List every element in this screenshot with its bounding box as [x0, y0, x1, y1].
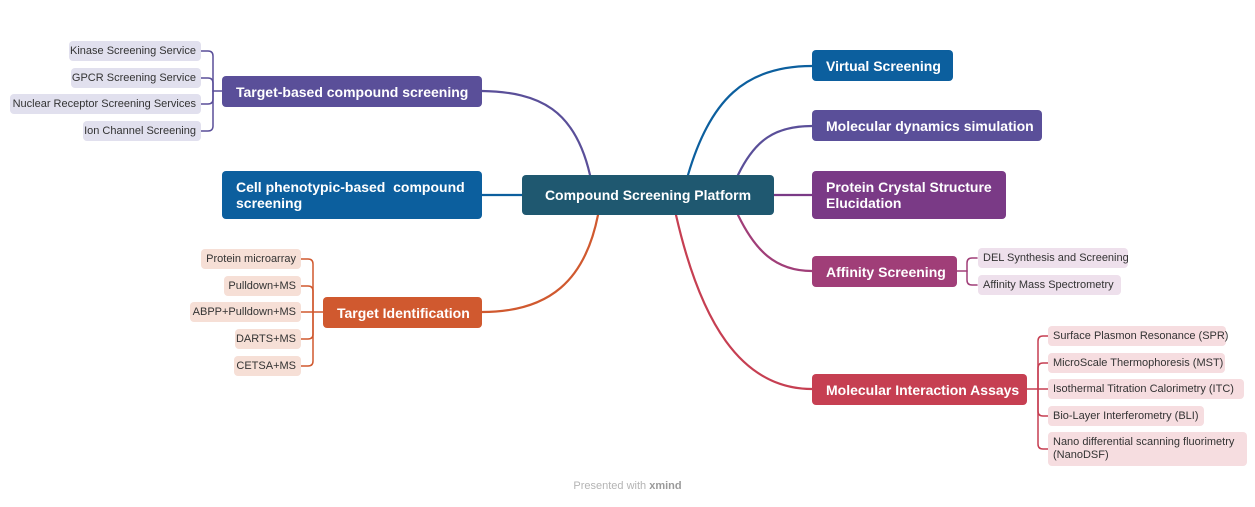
subtopic-affinity-mass-spectrometry[interactable]: Affinity Mass Spectrometry: [978, 275, 1121, 295]
footer-prefix: Presented with: [573, 480, 647, 492]
bracket-target-based-branch-2: [200, 90, 214, 105]
topic-target-identification[interactable]: Target Identification: [323, 297, 482, 328]
subtopic-ion-channel-screening[interactable]: Ion Channel Screening: [83, 121, 201, 141]
root-topic-label: Compound Screening Platform: [544, 187, 752, 203]
connector-target-based: [480, 89, 592, 177]
topic-label: Affinity Screening: [826, 263, 946, 280]
topic-cell-phenotypic-screening[interactable]: Cell phenotypic-based compound screening: [222, 171, 482, 219]
bracket-target-identification-branch-3: [300, 311, 314, 340]
bracket-affinity-branch-1: [966, 270, 978, 286]
bracket-target-based-branch-0: [200, 50, 214, 92]
connector-target-identification: [480, 213, 600, 314]
presented-with-footer: Presented with xmind: [0, 480, 1255, 492]
topic-label: Protein Crystal Structure Elucidation: [826, 179, 992, 211]
connector-affinity-screening: [736, 213, 814, 273]
bracket-target-based-branch-1: [200, 77, 214, 92]
topic-protein-crystal-structure[interactable]: Protein Crystal Structure Elucidation: [812, 171, 1006, 219]
connector-virtual-screening: [686, 64, 814, 177]
bracket-interaction-branch-0: [1037, 335, 1049, 390]
subtopic-spr[interactable]: Surface Plasmon Resonance (SPR): [1048, 326, 1228, 346]
topic-molecular-interaction-assays[interactable]: Molecular Interaction Assays: [812, 374, 1027, 405]
topic-virtual-screening[interactable]: Virtual Screening: [812, 50, 953, 81]
root-topic[interactable]: Compound Screening Platform: [522, 175, 774, 215]
subtopic-cetsa-ms[interactable]: CETSA+MS: [234, 356, 301, 376]
xmind-brand: xmind: [649, 480, 682, 492]
topic-label: Cell phenotypic-based compound screening: [236, 179, 469, 211]
bracket-target-identification-branch-4: [300, 311, 314, 367]
topic-target-based-screening[interactable]: Target-based compound screening: [222, 76, 482, 107]
bracket-interaction-branch-1: [1037, 362, 1049, 390]
topic-label: Virtual Screening: [826, 57, 941, 74]
subtopic-mst[interactable]: MicroScale Thermophoresis (MST): [1048, 353, 1225, 373]
subtopic-itc[interactable]: Isothermal Titration Calorimetry (ITC): [1048, 379, 1244, 399]
subtopic-abpp-pulldown-ms[interactable]: ABPP+Pulldown+MS: [190, 302, 301, 322]
subtopic-protein-microarray[interactable]: Protein microarray: [201, 249, 301, 269]
bracket-affinity-branch-0: [966, 257, 978, 272]
topic-label: Molecular Interaction Assays: [826, 381, 1020, 398]
topic-label: Target Identification: [337, 304, 470, 321]
bracket-target-identification-branch-1: [300, 285, 314, 313]
topic-affinity-screening[interactable]: Affinity Screening: [812, 256, 957, 287]
connector-molecular-dynamics: [736, 124, 814, 177]
bracket-interaction-branch-4: [1037, 388, 1049, 450]
subtopic-pulldown-ms[interactable]: Pulldown+MS: [224, 276, 301, 296]
subtopic-kinase-screening[interactable]: Kinase Screening Service: [69, 41, 201, 61]
bracket-interaction-branch-3: [1037, 388, 1049, 417]
bracket-target-based-branch-3: [200, 90, 214, 132]
subtopic-nuclear-receptor-screening[interactable]: Nuclear Receptor Screening Services: [10, 94, 201, 114]
subtopic-nanodsf[interactable]: Nano differential scanning fluorimetry (…: [1048, 432, 1247, 466]
topic-molecular-dynamics[interactable]: Molecular dynamics simulation: [812, 110, 1042, 141]
subtopic-del-synthesis[interactable]: DEL Synthesis and Screening: [978, 248, 1129, 268]
subtopic-bli[interactable]: Bio-Layer Interferometry (BLI): [1048, 406, 1204, 426]
topic-label: Target-based compound screening: [236, 83, 469, 100]
subtopic-gpcr-screening[interactable]: GPCR Screening Service: [71, 68, 201, 88]
topic-label: Molecular dynamics simulation: [826, 117, 1034, 134]
subtopic-darts-ms[interactable]: DARTS+MS: [235, 329, 301, 349]
connector-molecular-interaction: [674, 213, 814, 391]
bracket-target-identification-branch-0: [300, 258, 314, 313]
